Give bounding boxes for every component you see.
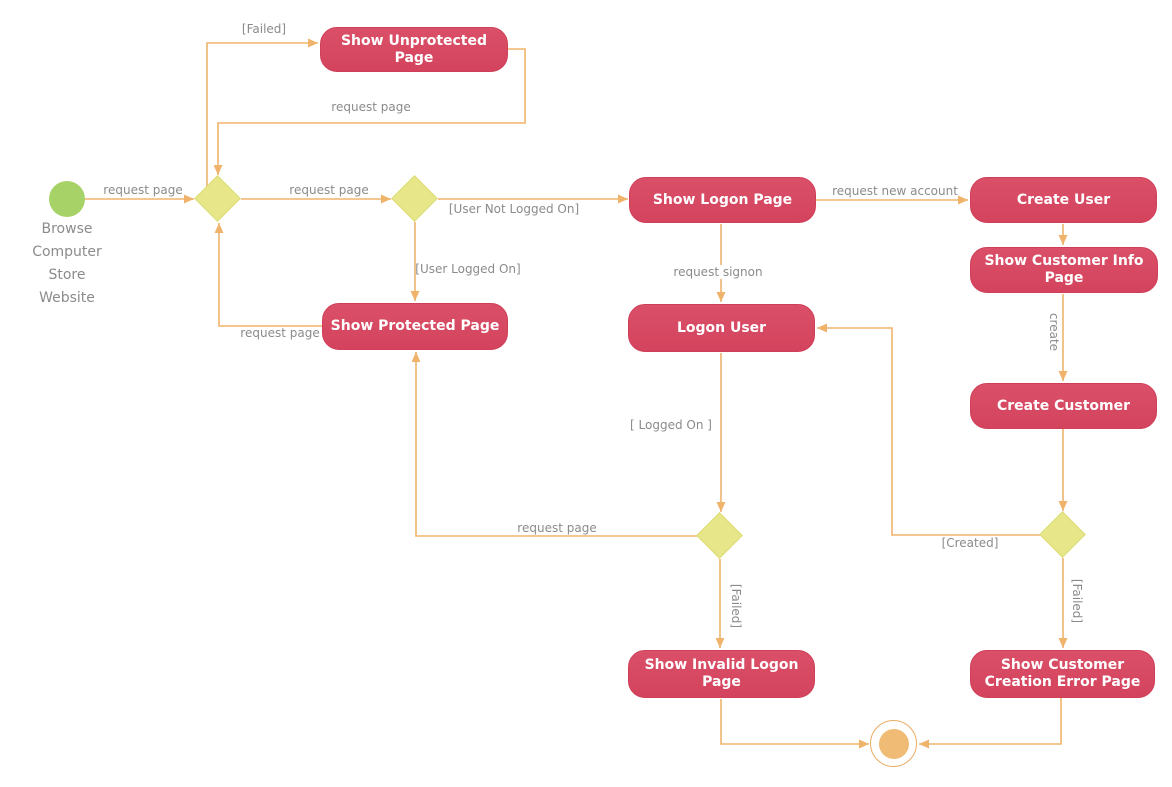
connector-error-page-to-final bbox=[919, 698, 1062, 749]
activity-show-customer-creation-error-page: Show Customer Creation Error Page bbox=[970, 650, 1155, 698]
activity-show-protected-page: Show Protected Page bbox=[322, 303, 508, 350]
activity-create-customer: Create Customer bbox=[970, 383, 1157, 429]
activity-show-logon-page: Show Logon Page bbox=[629, 177, 816, 223]
edge-label-request-page-start: request page bbox=[103, 183, 183, 197]
activity-show-invalid-logon-page: Show Invalid Logon Page bbox=[628, 650, 815, 698]
edge-label-request-new-account: request new account bbox=[832, 184, 958, 198]
activity-logon-user: Logon User bbox=[628, 304, 815, 352]
final-node-dot bbox=[878, 728, 909, 759]
activity-show-unprotected-page: Show Unprotected Page bbox=[320, 27, 508, 72]
edge-label-request-page-protected: request page bbox=[240, 326, 320, 340]
connector-failed-to-unprotected bbox=[206, 38, 318, 187]
edge-label-request-page-d1-d2: request page bbox=[289, 183, 369, 197]
activity-create-user: Create User bbox=[970, 177, 1157, 223]
connector-protected-to-decision1 bbox=[214, 223, 322, 327]
edge-label-request-signon: request signon bbox=[669, 265, 767, 279]
edge-label-create: create bbox=[1047, 312, 1061, 352]
connector-unprotected-return bbox=[213, 48, 526, 175]
edge-label-failed-invalid-logon: [Failed] bbox=[729, 583, 743, 629]
edge-label-user-not-logged-on: [User Not Logged On] bbox=[448, 202, 580, 216]
edge-label-user-logged-on: [User Logged On] bbox=[415, 262, 521, 276]
activity-show-customer-info-page: Show Customer Info Page bbox=[970, 247, 1158, 293]
connector-created-to-logon-user bbox=[817, 323, 1040, 536]
connector-decision3-to-protected bbox=[411, 352, 697, 537]
edge-label-failed-top: [Failed] bbox=[241, 22, 287, 36]
final-node bbox=[870, 720, 917, 767]
edge-label-logged-on: [ Logged On ] bbox=[630, 418, 712, 432]
edge-label-created: [Created] bbox=[941, 536, 999, 550]
edge-label-request-page-d3: request page bbox=[517, 521, 597, 535]
start-node-label: Browse Computer Store Website bbox=[32, 221, 102, 306]
edge-label-request-page-return-top: request page bbox=[331, 100, 411, 114]
connector-invalid-logon-to-final bbox=[720, 699, 869, 749]
start-node bbox=[49, 181, 85, 217]
edge-label-failed-creation-error: [Failed] bbox=[1070, 578, 1084, 624]
